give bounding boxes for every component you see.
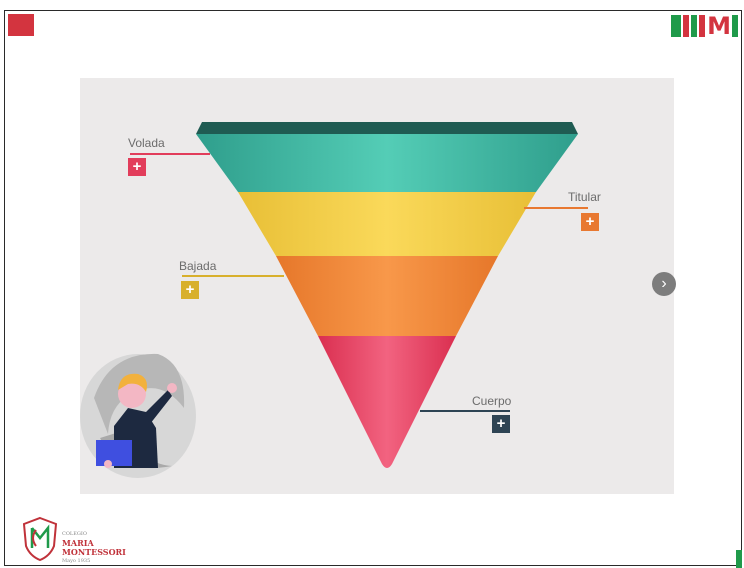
expand-volada-button[interactable]: + — [128, 158, 146, 176]
school-line-1: COLEGIO — [62, 531, 87, 537]
header-brand-mark: M — [671, 14, 738, 38]
funnel-tier-2 — [238, 192, 536, 256]
label-titular: Titular — [568, 190, 601, 204]
flag-bar-green-2 — [691, 15, 698, 37]
expand-cuerpo-button[interactable]: + — [492, 415, 510, 433]
school-line-4: Mayo 1935 — [62, 558, 91, 564]
label-volada: Volada — [128, 136, 165, 150]
funnel-tier-4 — [318, 336, 456, 468]
label-bajada: Bajada — [179, 259, 217, 273]
corner-red-mark — [8, 14, 34, 36]
next-slide-button[interactable]: › — [652, 272, 676, 296]
expand-bajada-button[interactable]: + — [181, 281, 199, 299]
presenter-illustration — [80, 353, 196, 478]
school-logo — [20, 516, 140, 564]
label-cuerpo: Cuerpo — [472, 394, 512, 408]
funnel-tier-3 — [276, 256, 498, 336]
school-name: COLEGIO MARIA MONTESSORI Mayo 1935 — [62, 530, 126, 566]
corner-green-mark — [736, 550, 742, 568]
header-letter: M — [707, 12, 731, 40]
shield-icon — [22, 516, 58, 562]
funnel-rim — [196, 122, 578, 134]
funnel-graphic — [80, 122, 588, 478]
school-line-3: MONTESSORI — [62, 547, 126, 557]
school-line-2: MARIA — [62, 538, 94, 548]
funnel-tier-1 — [196, 134, 578, 192]
flag-bar-red — [683, 15, 690, 37]
flag-bar-green — [671, 15, 682, 37]
flag-bar-red-2 — [699, 15, 706, 37]
funnel-panel: Volada + Titular + Bajada + Cuerpo + — [80, 78, 674, 494]
expand-titular-button[interactable]: + — [581, 213, 599, 231]
flag-bar-green-3 — [732, 15, 738, 37]
